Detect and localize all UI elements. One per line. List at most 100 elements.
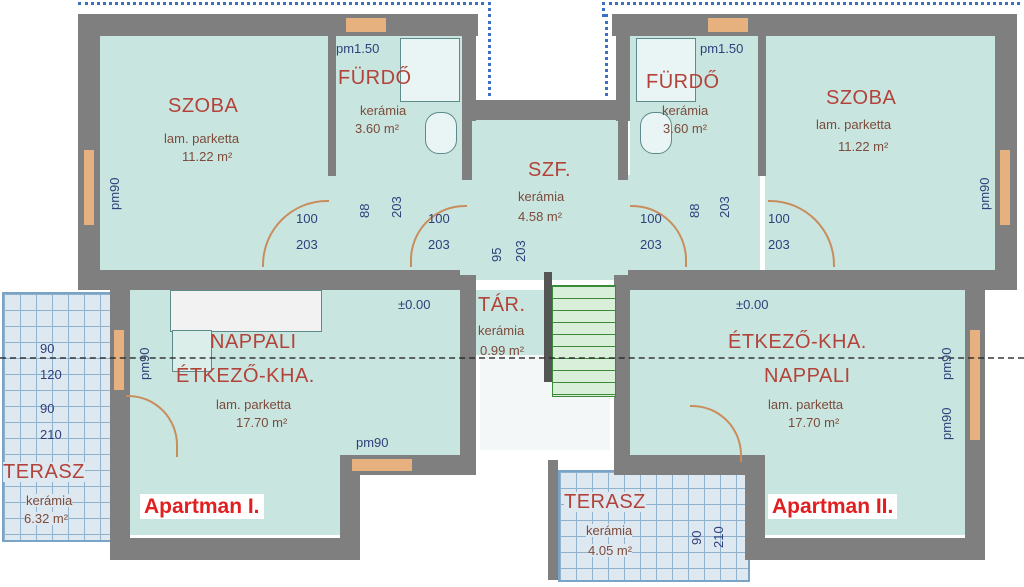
dim-terasz1-90b: 90 — [40, 401, 55, 416]
dim-furdo1-door-88: 88 — [357, 203, 372, 218]
window-nappali-1-side — [114, 330, 124, 390]
building-edge-left — [78, 2, 491, 17]
dim-terasz1-120: 120 — [40, 367, 62, 382]
window-furdo-2 — [708, 18, 748, 32]
apartment-2-label: Apartman II. — [768, 494, 898, 519]
section-axis — [0, 357, 1024, 359]
window-furdo-1 — [346, 18, 386, 32]
wall-szf-left — [462, 120, 472, 180]
dim-terasz2-90: 90 — [689, 530, 704, 545]
wall-szoba2-left — [758, 36, 766, 176]
terasz-1-floor: kerámia — [26, 493, 73, 508]
nappali-1-area: 17.70 m² — [236, 415, 288, 430]
wall-mid-right — [628, 270, 995, 290]
szoba-2-floor: lam. parketta — [816, 117, 892, 132]
dim-furdo1-door-203: 203 — [389, 196, 404, 218]
szf-name: SZF. — [528, 159, 572, 181]
furdo-1-area: 3.60 m² — [355, 121, 400, 136]
szoba-1-name: SZOBA — [168, 95, 239, 117]
dim-door-furdo1-width: 100 — [428, 211, 450, 226]
room-szf — [470, 120, 620, 280]
dim-szoba2-window: pm90 — [977, 177, 992, 210]
dim-door-szoba1-width: 100 — [296, 211, 318, 226]
tar-floor: kerámia — [478, 323, 525, 338]
nappali-2-area: 17.70 m² — [788, 415, 840, 430]
dim-furdo2-door-203: 203 — [717, 196, 732, 218]
building-edge-center — [488, 14, 608, 103]
window-szoba-1 — [84, 150, 94, 225]
wall-terasz2-left — [548, 460, 558, 580]
tar-area: 0.99 m² — [480, 343, 525, 358]
washbasin-2 — [640, 112, 672, 154]
dim-szoba1-window: pm90 — [107, 177, 122, 210]
dim-level-2: ±0.00 — [736, 297, 769, 312]
nappali-2-name-1: ÉTKEZŐ-KHA. — [728, 331, 867, 353]
wall-tar-left — [460, 275, 476, 475]
dim-nappali2-window-1: pm90 — [939, 347, 954, 380]
window-nappali-1-bottom — [352, 459, 412, 471]
furdo-2-name: FÜRDŐ — [646, 71, 720, 93]
dim-nappali2-window-2: pm90 — [939, 407, 954, 440]
stair-post — [544, 272, 552, 382]
dim-door-furdo2-height: 203 — [640, 237, 662, 252]
dim-door-furdo1-height: 203 — [428, 237, 450, 252]
dim-nappali1-window: pm90 — [137, 347, 152, 380]
dim-terasz1-210: 210 — [40, 427, 62, 442]
dim-door-furdo2-width: 100 — [640, 211, 662, 226]
wall-apt1-step — [340, 455, 360, 560]
szoba-1-area: 11.22 m² — [182, 149, 233, 164]
szoba-2-name: SZOBA — [826, 87, 897, 109]
shower-1 — [400, 38, 460, 102]
wall-apt1-bottom — [110, 538, 360, 560]
washbasin-1 — [425, 112, 457, 154]
window-nappali-2-side — [970, 330, 980, 440]
furdo-1-floor: kerámia — [360, 103, 407, 118]
dim-nappali1-bottom-window: pm90 — [356, 435, 389, 450]
wall-top-right — [612, 14, 1017, 36]
nappali-1-floor: lam. parketta — [216, 397, 292, 412]
wall-top-left — [78, 14, 478, 36]
furdo-2-area: 3.60 m² — [663, 121, 708, 136]
kitchen-counter-1 — [170, 290, 322, 332]
wall-center-top — [476, 100, 616, 120]
building-edge-right — [602, 2, 1020, 17]
dim-door-szoba1-height: 203 — [296, 237, 318, 252]
terasz-2-floor: kerámia — [586, 523, 633, 538]
szoba-2-area: 11.22 m² — [838, 139, 889, 154]
wall-tar-right — [614, 275, 630, 475]
szoba-1-floor: lam. parketta — [164, 131, 240, 146]
cooktop-1 — [172, 330, 212, 372]
apartment-1-label: Apartman I. — [140, 494, 264, 519]
wall-apt2-bottom — [745, 538, 985, 560]
dim-szf-door-95: 95 — [489, 247, 504, 262]
shower-2 — [636, 38, 696, 102]
nappali-1-name-1: NAPPALI — [210, 331, 297, 353]
szf-floor: kerámia — [518, 189, 565, 204]
furdo-1-window-dim: pm1.50 — [336, 41, 380, 56]
wall-szf-right — [618, 120, 628, 180]
wall-mid-left — [100, 270, 460, 290]
wall-furdo1-right — [462, 36, 476, 121]
wall-szoba1-right — [328, 36, 336, 176]
wall-furdo2-left — [616, 36, 630, 121]
dim-terasz2-210: 210 — [711, 526, 726, 548]
window-szoba-2 — [1000, 150, 1010, 225]
furdo-1-name: FÜRDŐ — [338, 67, 412, 89]
nappali-2-floor: lam. parketta — [768, 397, 844, 412]
staircase — [552, 285, 616, 397]
dim-door-szoba2-height: 203 — [768, 237, 790, 252]
dim-terasz1-90: 90 — [40, 341, 55, 356]
terasz-1-area: 6.32 m² — [24, 511, 69, 526]
nappali-2-name-2: NAPPALI — [764, 365, 851, 387]
szf-area: 4.58 m² — [518, 209, 563, 224]
dim-level-1: ±0.00 — [398, 297, 431, 312]
terasz-2-name: TERASZ — [564, 491, 646, 513]
furdo-2-floor: kerámia — [662, 103, 709, 118]
terasz-2-area: 4.05 m² — [588, 543, 633, 558]
wall-apt2-step — [745, 455, 765, 560]
dim-furdo2-door-88: 88 — [687, 203, 702, 218]
room-nappali-2 — [630, 290, 965, 455]
nappali-1-name-2: ÉTKEZŐ-KHA. — [176, 365, 315, 387]
dim-szf-door-203: 203 — [513, 240, 528, 262]
